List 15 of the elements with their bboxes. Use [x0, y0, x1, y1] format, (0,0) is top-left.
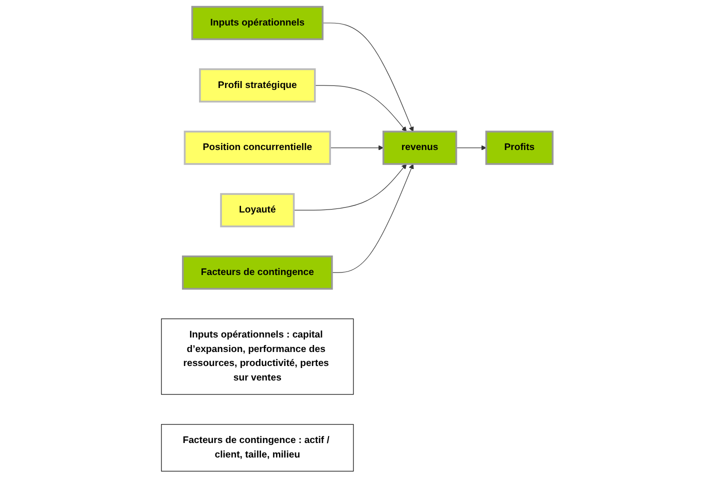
node-box: Facteurs de contingence : actif / client, taille, milieu	[162, 424, 354, 472]
node-box: Inputs opérationnels : capital d’expansion, performance des ressources, productivité, pertes sur ventes	[162, 318, 354, 395]
node-box: revenus	[382, 130, 458, 165]
arrow	[332, 164, 414, 273]
arrow	[330, 145, 384, 150]
node-box: Inputs opérationnels	[192, 6, 324, 40]
arrow	[322, 22, 414, 132]
arrow	[315, 85, 408, 132]
node-box: Loyauté	[220, 193, 296, 228]
node-box: Facteurs de contingence	[182, 256, 334, 290]
arrow	[456, 145, 487, 150]
arrow	[294, 164, 408, 210]
node-box: Profil stratégique	[200, 68, 316, 102]
node-box: Position concurrentielle	[184, 130, 332, 165]
node-box: Profits	[486, 130, 554, 165]
